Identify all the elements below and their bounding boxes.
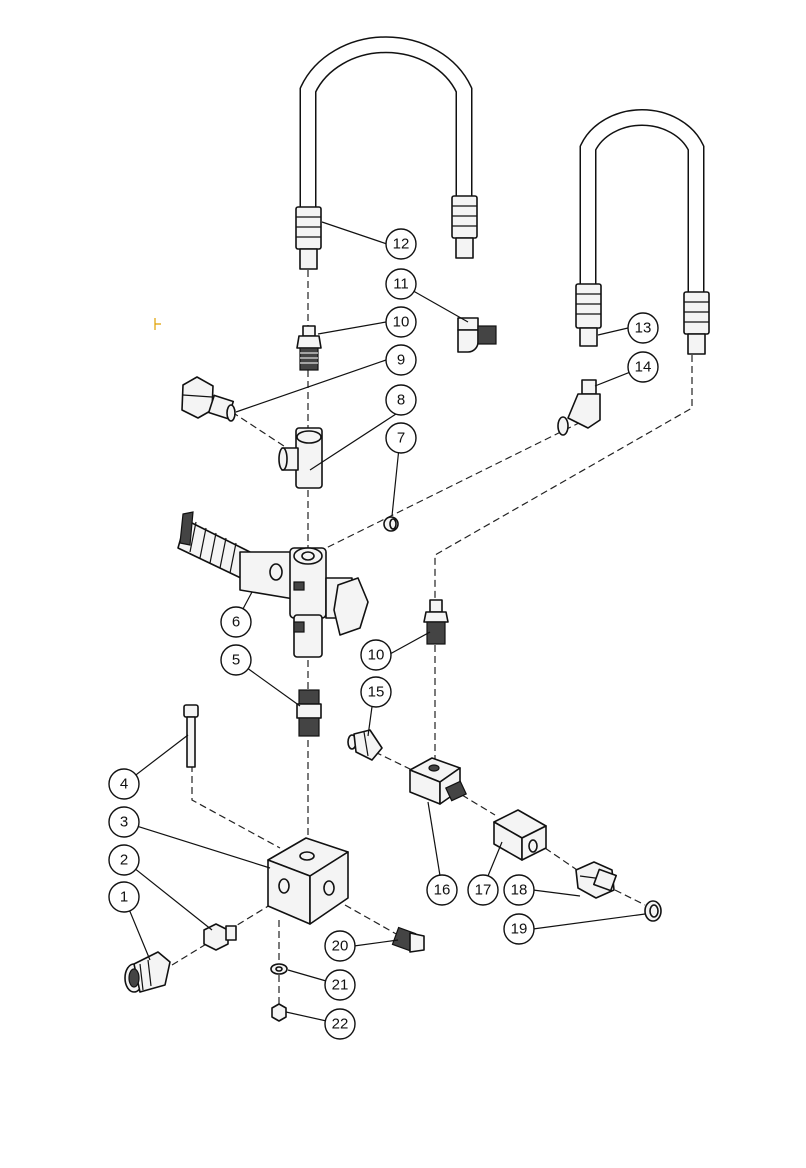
part-3-block: [267, 837, 349, 925]
callout-label: 6: [232, 614, 240, 631]
callout-label: 18: [511, 882, 528, 899]
part-2-bushing: [203, 923, 237, 951]
callout-label: 7: [397, 430, 405, 447]
callout-label: 20: [332, 938, 349, 955]
part-10-upper-fitting: [296, 325, 322, 371]
callout-label: 8: [397, 392, 405, 409]
callout-10-upper: 10: [385, 306, 417, 338]
callout-label: 22: [332, 1016, 349, 1033]
part-19-oring: [644, 900, 662, 922]
callout-13: 13: [627, 312, 659, 344]
hose-13: [575, 109, 710, 355]
callout-label: 19: [511, 921, 528, 938]
callout-15: 15: [360, 676, 392, 708]
callout-label: 10: [393, 314, 410, 331]
part-4-bolt: [183, 704, 199, 768]
callout-label: 12: [393, 236, 410, 253]
callout-label: 1: [120, 889, 128, 906]
callout-label: 17: [475, 882, 492, 899]
part-22-nut: [271, 1003, 287, 1022]
callout-17: 17: [467, 874, 499, 906]
callout-label: 3: [120, 814, 128, 831]
callout-9: 9: [385, 344, 417, 376]
part-11-elbow: [457, 317, 497, 353]
callout-3: 3: [108, 806, 140, 838]
callout-label: 2: [120, 852, 128, 869]
part-7-washer: [383, 516, 399, 532]
part-18-swivel: [575, 861, 617, 899]
callout-20: 20: [324, 930, 356, 962]
callout-11: 11: [385, 268, 417, 300]
callout-label: 9: [397, 352, 405, 369]
part-5-nipple: [296, 689, 322, 737]
callout-label: 13: [635, 320, 652, 337]
callout-1: 1: [108, 881, 140, 913]
part-9-swivel: [181, 376, 236, 422]
stray-mark: [154, 318, 161, 330]
callout-label: 21: [332, 977, 349, 994]
part-16-tee: [409, 757, 468, 805]
callout-label: 11: [393, 276, 409, 293]
callout-16: 16: [426, 874, 458, 906]
callout-label: 16: [434, 882, 451, 899]
callout-label: 4: [120, 776, 128, 793]
part-17-fitting: [493, 809, 547, 861]
callout-label: 5: [232, 652, 240, 669]
callout-2: 2: [108, 844, 140, 876]
callout-5: 5: [220, 644, 252, 676]
part-15-valve: [347, 729, 383, 761]
part-21-washer: [270, 963, 288, 975]
callout-label: 15: [368, 684, 385, 701]
callout-12: 12: [385, 228, 417, 260]
part-14-elbow: [557, 379, 601, 436]
callout-22: 22: [324, 1008, 356, 1040]
part-6-unloader: [177, 511, 369, 658]
callout-label: 14: [635, 359, 652, 376]
callout-14: 14: [627, 351, 659, 383]
part-1-coupler: [124, 951, 171, 993]
callout-18: 18: [503, 874, 535, 906]
callout-19: 19: [503, 913, 535, 945]
callout-21: 21: [324, 969, 356, 1001]
callout-4: 4: [108, 768, 140, 800]
part-8-tee: [278, 427, 323, 489]
leader-lines: [123, 221, 646, 1025]
callout-6: 6: [220, 606, 252, 638]
hose-12: [295, 36, 478, 270]
part-20-plug: [391, 926, 425, 953]
callout-7: 7: [385, 422, 417, 454]
callout-label: 10: [368, 647, 385, 664]
part-10-lower-fitting: [423, 599, 449, 645]
callout-8: 8: [385, 384, 417, 416]
callout-10-lower: 10: [360, 639, 392, 671]
